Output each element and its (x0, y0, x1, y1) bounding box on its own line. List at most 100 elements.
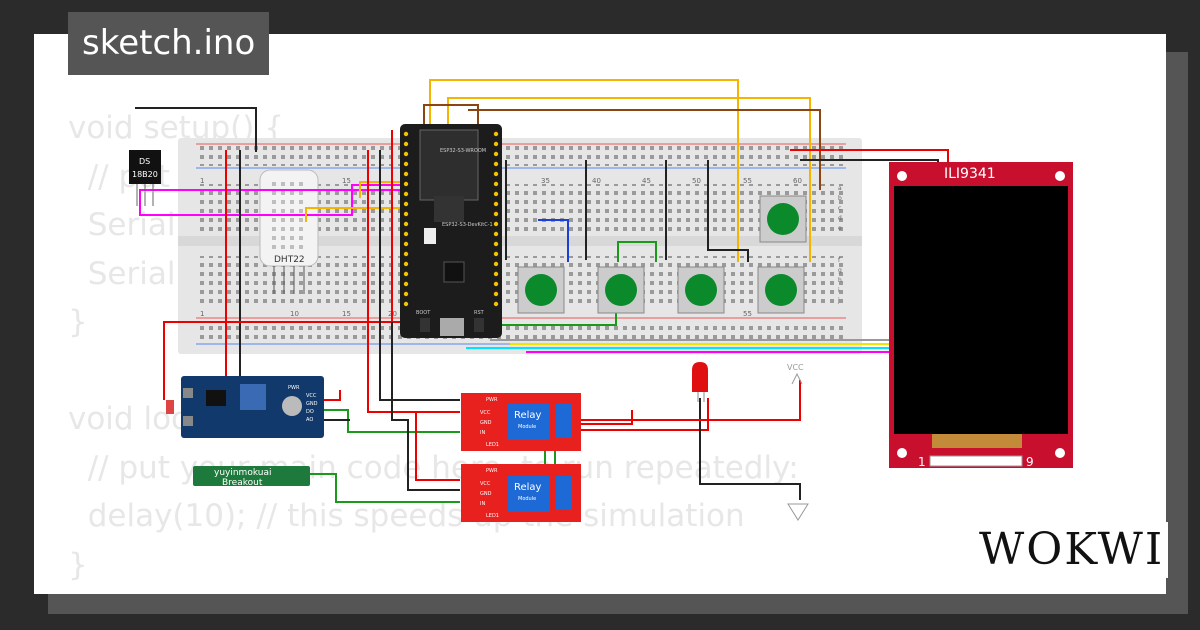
row-label: j (837, 297, 840, 304)
wire-red (415, 412, 460, 481)
col-label: 60 (793, 177, 802, 185)
red-led[interactable] (692, 362, 708, 402)
relay2-pwr: PWR (486, 468, 498, 474)
wokwi-logo: WOKWI (975, 522, 1169, 578)
dht22-sensor[interactable]: DHT22 (259, 169, 319, 294)
usb-port (440, 318, 464, 336)
col-label: 1 (200, 177, 204, 185)
wire-black (699, 398, 801, 500)
row-label: b (838, 195, 842, 202)
row-label: h (838, 277, 842, 284)
display-pin-first: 1 (918, 455, 926, 469)
col-label: 1 (200, 310, 204, 318)
wire-red (318, 390, 341, 401)
wire-black (135, 107, 257, 152)
breakout-line1: yuyinmokuai (214, 468, 272, 478)
wire-red (163, 321, 400, 400)
breakout-line2: Breakout (222, 478, 263, 488)
col-label: 35 (541, 177, 550, 185)
col-label: 40 (592, 177, 601, 185)
pin-do-label: DO (306, 409, 314, 415)
code-line: } (68, 546, 88, 583)
relay1-led: LED1 (486, 442, 499, 448)
push-button[interactable] (677, 266, 725, 314)
wire-red (575, 398, 709, 431)
wire-yellow (447, 97, 811, 262)
esp32-chip-label: ESP32-S3-DevKitC-1 (442, 222, 493, 228)
col-label: 45 (642, 177, 651, 185)
row-label: i (838, 287, 840, 294)
wire-green (310, 473, 460, 503)
row-label: d (838, 215, 842, 222)
col-label: 15 (342, 310, 351, 318)
file-tab[interactable]: sketch.ino (68, 12, 270, 75)
row-label: g (838, 267, 842, 274)
rst-label: RST (474, 310, 485, 316)
relay1-pwr: PWR (486, 397, 498, 403)
wire-black (391, 322, 460, 491)
col-label: 50 (692, 177, 701, 185)
col-label: 55 (743, 310, 752, 318)
relay2-label: Relay (514, 482, 542, 493)
relay1-gnd: GND (480, 420, 492, 426)
ili9341-display[interactable]: ILI9341 1 9 (889, 162, 1073, 469)
wire-red (580, 410, 633, 425)
sensor-probe (166, 400, 174, 414)
push-button[interactable] (759, 195, 807, 243)
pin-vcc-label: VCC (306, 393, 317, 399)
relay-module-2[interactable]: Relay Module PWR VCC GND IN LED1 (461, 464, 581, 522)
boot-label: BOOT (416, 310, 431, 316)
relay-module-1[interactable]: Relay Module PWR VCC GND IN LED1 (461, 393, 581, 451)
ds18b20-sensor[interactable]: DS 18B20 (129, 150, 161, 206)
wire-brown (423, 104, 479, 130)
vcc-label: VCC (787, 363, 804, 372)
pwr-label: PWR (288, 385, 300, 391)
relay2-led: LED1 (486, 513, 499, 519)
col-label: 10 (290, 310, 299, 318)
wire-blue (538, 219, 569, 262)
push-button[interactable] (597, 266, 645, 314)
ds18b20-label-1: DS (139, 157, 150, 166)
ground-symbol (787, 503, 809, 521)
wire-black (379, 150, 460, 401)
push-button[interactable] (517, 266, 565, 314)
relay2-gnd: GND (480, 491, 492, 497)
rst-button[interactable] (474, 318, 484, 332)
display-pin-last: 9 (1026, 455, 1034, 469)
relay2-vcc: VCC (480, 481, 491, 487)
dht22-label: DHT22 (274, 255, 305, 265)
col-label: 55 (743, 177, 752, 185)
code-line: delay(10); // this speeds up the simulat… (68, 498, 745, 534)
row-label: c (838, 205, 841, 212)
wire-green (617, 241, 657, 262)
ds18b20-label-2: 18B20 (132, 170, 158, 179)
row-label: a (838, 185, 842, 192)
relay2-in: IN (480, 501, 485, 507)
relay1-vcc: VCC (480, 410, 491, 416)
relay1-label: Relay (514, 410, 542, 421)
esp32-pins (403, 131, 499, 307)
code-line: } (68, 304, 88, 340)
wire-red (560, 380, 801, 421)
pin-ao-label: AO (306, 417, 313, 423)
boot-button[interactable] (420, 318, 430, 332)
relay1-sub: Module (518, 424, 536, 430)
vcc-symbol: VCC (787, 363, 804, 385)
breakout-board[interactable]: yuyinmokuai Breakout (193, 466, 310, 488)
wire-red (367, 150, 460, 413)
esp32-wroom-label: ESP32-S3-WROOM (440, 148, 486, 154)
col-label: 15 (342, 177, 351, 185)
pin-gnd-label: GND (306, 401, 318, 407)
row-label: f (838, 257, 841, 264)
display-title: ILI9341 (944, 166, 996, 182)
row-label: e (838, 225, 842, 232)
wire-yellow (359, 181, 400, 198)
code-line: // put your main code here, to run repea… (68, 449, 799, 486)
relay1-in: IN (480, 430, 485, 436)
sensor-module[interactable]: PWR VCC GND DO AO (166, 376, 324, 438)
esp32-board[interactable]: ESP32-S3-WROOM ESP32-S3-DevKitC-1 BOOT R… (400, 124, 502, 338)
push-button[interactable] (757, 266, 805, 314)
wire-black (707, 160, 749, 262)
wire-brown (468, 109, 821, 190)
